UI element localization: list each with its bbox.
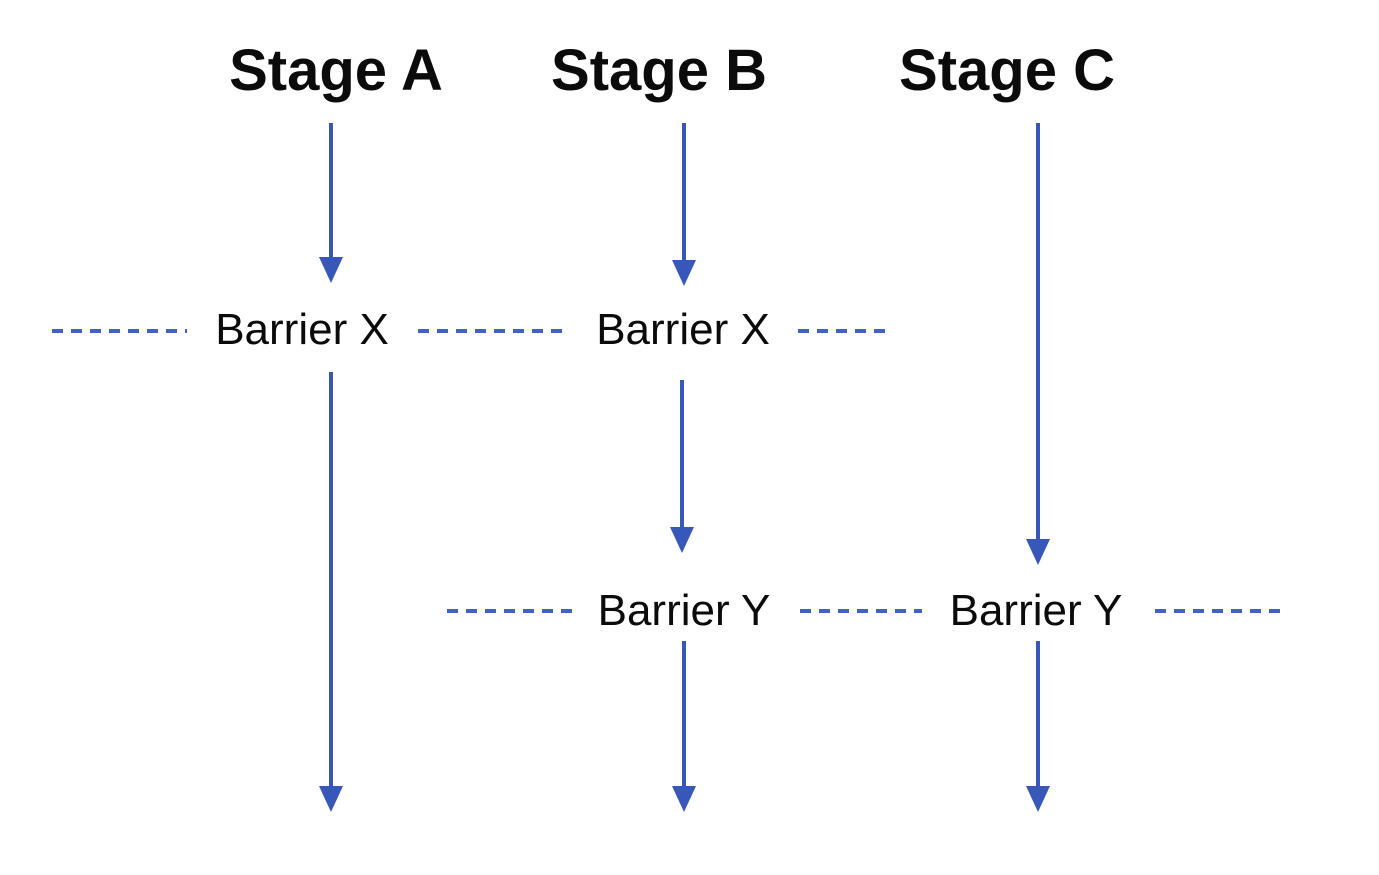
stage-b-arrow-middle: [670, 380, 694, 553]
barrier-y-label-stage-b: Barrier Y: [597, 586, 771, 635]
stage-a-arrow-bottom: [319, 372, 343, 812]
stage-a-label: Stage A: [229, 38, 443, 103]
stage-b-arrow-bottom: [672, 641, 696, 812]
stage-c-arrow-bottom: [1026, 641, 1050, 812]
stage-b-arrow-middle-head: [670, 527, 694, 553]
stage-a-arrow-top-head: [319, 257, 343, 283]
stage-c-arrow-top: [1026, 123, 1050, 565]
stage-c-arrow-top-head: [1026, 539, 1050, 565]
stage-b-arrow-top: [672, 123, 696, 286]
stage-a-arrow-top: [319, 123, 343, 283]
stage-c-label: Stage C: [899, 38, 1115, 103]
barrier-y-label-stage-c: Barrier Y: [949, 586, 1123, 635]
barrier-x-label-stage-b: Barrier X: [596, 305, 770, 354]
stage-c-arrow-bottom-head: [1026, 786, 1050, 812]
stage-b-arrow-bottom-head: [672, 786, 696, 812]
barrier-x-label-stage-a: Barrier X: [215, 305, 389, 354]
stage-b-label: Stage B: [551, 38, 767, 103]
stage-b-arrow-top-head: [672, 260, 696, 286]
stage-a-arrow-bottom-head: [319, 786, 343, 812]
